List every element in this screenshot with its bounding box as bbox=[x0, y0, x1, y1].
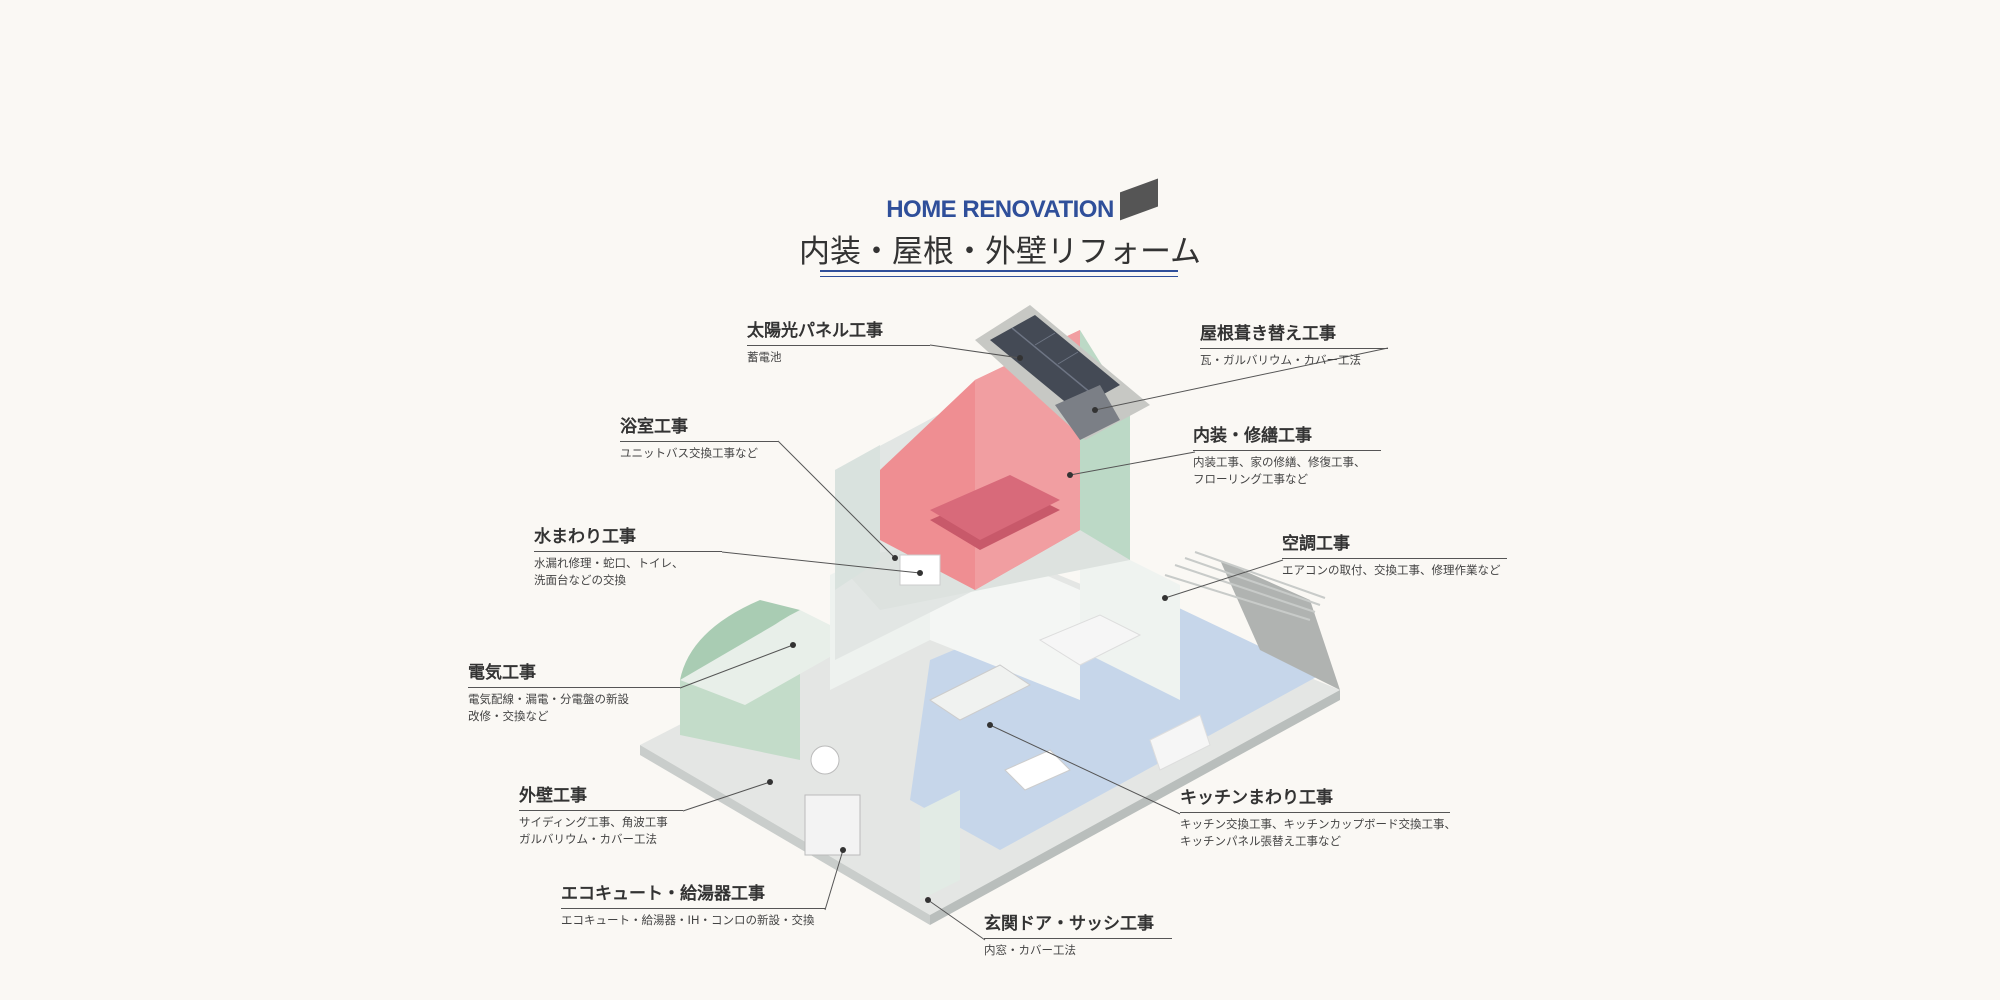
callout-aircon-sub: エアコンの取付、交換工事、修理作業など bbox=[1282, 563, 1501, 577]
leader-dots bbox=[767, 355, 1168, 903]
callout-solar-title: 太陽光パネル工事 bbox=[747, 321, 883, 341]
leader-exterior bbox=[682, 781, 771, 812]
title-underline-thin bbox=[820, 276, 1178, 277]
callout-door-title: 玄関ドア・サッシ工事 bbox=[984, 914, 1154, 934]
callout-electric-title: 電気工事 bbox=[468, 663, 536, 683]
partition-wall-c bbox=[1080, 535, 1180, 700]
leader-roof bbox=[1094, 347, 1389, 411]
callout-interior: 内装・修繕工事 内装工事、家の修繕、修復工事、 フローリング工事など bbox=[1193, 425, 1381, 488]
callout-water-title: 水まわり工事 bbox=[534, 527, 636, 547]
ground-slab-edge-right bbox=[930, 690, 1340, 925]
callout-water: 水まわり工事 水漏れ修理・蛇口、トイレ、 洗面台などの交換 bbox=[534, 526, 722, 589]
page-title: 内装・屋根・外壁リフォーム bbox=[798, 234, 1202, 270]
callout-interior-sub: 内装工事、家の修繕、修復工事、 フローリング工事など bbox=[1193, 455, 1366, 486]
callout-interior-title: 内装・修繕工事 bbox=[1193, 426, 1312, 446]
leader-water bbox=[721, 551, 921, 574]
bed-top bbox=[930, 475, 1060, 540]
callout-aircon: 空調工事 エアコンの取付、交換工事、修理作業など bbox=[1282, 533, 1507, 579]
callout-water-sub: 水漏れ修理・蛇口、トイレ、 洗面台などの交換 bbox=[534, 556, 684, 587]
callout-bath-title: 浴室工事 bbox=[620, 417, 688, 437]
callout-bath-sub: ユニットバス交換工事など bbox=[620, 446, 758, 460]
leader-solar bbox=[929, 344, 1021, 359]
callout-ecocute: エコキュート・給湯器工事 エコキュート・給湯器・IH・コンロの新設・交換 bbox=[561, 883, 825, 929]
bathroom-area bbox=[835, 445, 880, 590]
callout-exterior: 外壁工事 サイディング工事、角波工事 ガルバリウム・カバー工法 bbox=[519, 785, 683, 848]
leader-kitchen bbox=[989, 724, 1181, 815]
callout-electric: 電気工事 電気配線・漏電・分電盤の新設 改修・交換など bbox=[468, 662, 680, 725]
leader-ecocute bbox=[824, 849, 844, 911]
callout-roof: 屋根葺き替え工事 瓦・ガルバリウム・カバー工法 bbox=[1200, 323, 1388, 369]
exterior-wing-top bbox=[680, 610, 860, 705]
callout-solar: 太陽光パネル工事 蓄電池 bbox=[747, 320, 930, 366]
callout-kitchen: キッチンまわり工事 キッチン交換工事、キッチンカップボード交換工事、 キッチンパ… bbox=[1180, 787, 1456, 850]
title-underline bbox=[820, 270, 1178, 272]
entrance-door bbox=[920, 790, 960, 900]
leader-bath bbox=[777, 440, 896, 559]
ground-slab-edge bbox=[640, 745, 930, 925]
roof-tiles bbox=[1055, 385, 1120, 440]
callout-electric-sub: 電気配線・漏電・分電盤の新設 改修・交換など bbox=[468, 692, 629, 723]
leader-interior bbox=[1069, 451, 1196, 476]
callout-ecocute-title: エコキュート・給湯器工事 bbox=[561, 884, 765, 904]
callout-solar-sub: 蓄電池 bbox=[747, 350, 782, 364]
dining-table bbox=[1004, 749, 1071, 791]
kitchen-counter bbox=[929, 664, 1031, 721]
balcony-deck bbox=[1220, 560, 1340, 690]
callout-aircon-title: 空調工事 bbox=[1282, 534, 1350, 554]
leader-aircon bbox=[1164, 559, 1284, 599]
washing-machine bbox=[810, 745, 840, 775]
callout-kitchen-sub: キッチン交換工事、キッチンカップボード交換工事、 キッチンパネル張替え工事など bbox=[1180, 817, 1456, 848]
leader-door bbox=[927, 899, 986, 941]
callout-exterior-sub: サイディング工事、角波工事 ガルバリウム・カバー工法 bbox=[519, 815, 668, 846]
callout-kitchen-title: キッチンまわり工事 bbox=[1180, 788, 1333, 808]
sofa-right bbox=[1149, 714, 1211, 771]
callout-door: 玄関ドア・サッシ工事 内窓・カバー工法 bbox=[984, 913, 1172, 959]
pergola bbox=[1164, 551, 1326, 621]
callout-ecocute-sub: エコキュート・給湯器・IH・コンロの新設・交換 bbox=[561, 913, 815, 927]
leader-lines bbox=[679, 344, 1389, 941]
sofa bbox=[1038, 614, 1142, 666]
section-eyebrow: HOME RENOVATION bbox=[886, 196, 1114, 223]
callout-roof-title: 屋根葺き替え工事 bbox=[1200, 324, 1336, 344]
callout-bath: 浴室工事 ユニットバス交換工事など bbox=[620, 416, 778, 462]
callout-roof-sub: 瓦・ガルバリウム・カバー工法 bbox=[1200, 353, 1361, 367]
callout-door-sub: 内窓・カバー工法 bbox=[984, 943, 1076, 957]
tv bbox=[1120, 178, 1158, 221]
leader-electric bbox=[679, 644, 794, 689]
water-heater-unit bbox=[804, 794, 861, 856]
callout-exterior-title: 外壁工事 bbox=[519, 786, 587, 806]
